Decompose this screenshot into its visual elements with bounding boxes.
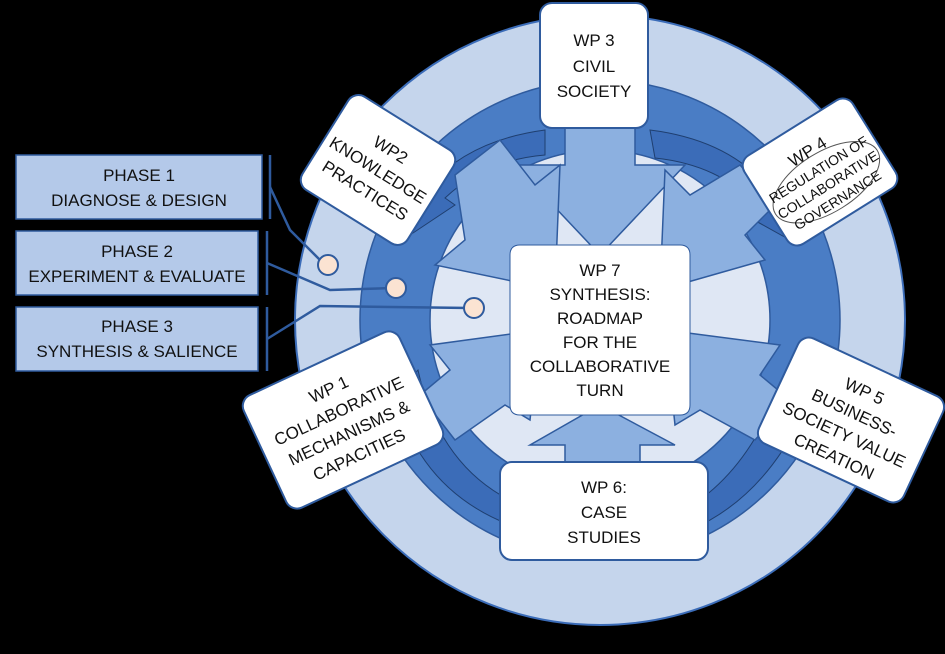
wp7-line-3: ROADMAP [557,309,643,328]
phase-1-marker [317,254,339,276]
wp7-line-4: FOR THE [563,333,637,352]
wp6-line-3: STUDIES [567,528,641,547]
wp1-box: WP 1 COLLABORATIVE MECHANISMS & CAPACITI… [241,330,445,510]
wp6-line-2: CASE [581,503,627,522]
wp7-line-2: SYNTHESIS: [549,285,650,304]
phase-3-box: PHASE 3 SYNTHESIS & SALIENCE [15,306,259,372]
phase-1-connector [268,186,323,263]
phase-1-title: PHASE 1 [103,166,175,185]
wp2-box: WP2 KNOWLEDGE PRACTICES [299,94,457,246]
wp5-box: WP 5 BUSINESS- SOCIETY VALUE CREATION [756,336,945,504]
phase-2-title: PHASE 2 [101,242,173,261]
phase-2-marker [385,277,407,299]
phase-3-marker [463,297,485,319]
phase-1-subtitle: DIAGNOSE & DESIGN [51,191,227,210]
wp4-highlight-oval [772,140,881,224]
wp6-box: WP 6: CASE STUDIES [499,461,709,561]
wp7-box: WP 7 SYNTHESIS: ROADMAP FOR THE COLLABOR… [509,244,691,416]
phase-2-box: PHASE 2 EXPERIMENT & EVALUATE [15,230,259,296]
phase-1-box: PHASE 1 DIAGNOSE & DESIGN [15,154,263,220]
phase-connectors [265,155,471,371]
wp3-line-3: SOCIETY [557,82,632,101]
wp3-box: WP 3 CIVIL SOCIETY [539,2,649,129]
phase-2-subtitle: EXPERIMENT & EVALUATE [28,267,245,286]
phase-2-connector [266,261,393,292]
wp6-line-1: WP 6: [581,478,627,497]
wp7-line-1: WP 7 [579,261,620,280]
wp3-line-2: CIVIL [573,57,616,76]
phase-3-connector [266,304,471,341]
wp3-line-1: WP 3 [573,31,614,50]
phase-3-subtitle: SYNTHESIS & SALIENCE [36,342,237,361]
wp7-line-5: COLLABORATIVE [530,357,670,376]
wp7-line-6: TURN [576,381,623,400]
phase-3-title: PHASE 3 [101,317,173,336]
